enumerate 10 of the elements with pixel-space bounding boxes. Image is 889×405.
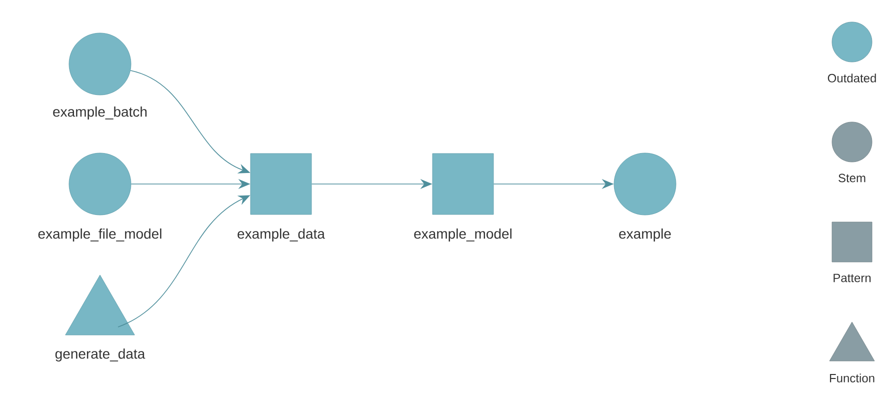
legend-label: Outdated — [828, 74, 876, 82]
node-label: generate_data — [55, 348, 146, 362]
node-label: example_data — [238, 228, 325, 242]
legend-label: Pattern — [834, 274, 871, 282]
node-label: example_model — [414, 228, 512, 242]
node-label: example_file_model — [38, 228, 162, 242]
node-label: example — [619, 228, 671, 242]
legend-label: Stem — [838, 174, 866, 182]
node-label: example_batch — [53, 106, 147, 120]
legend-label: Function — [830, 374, 874, 382]
